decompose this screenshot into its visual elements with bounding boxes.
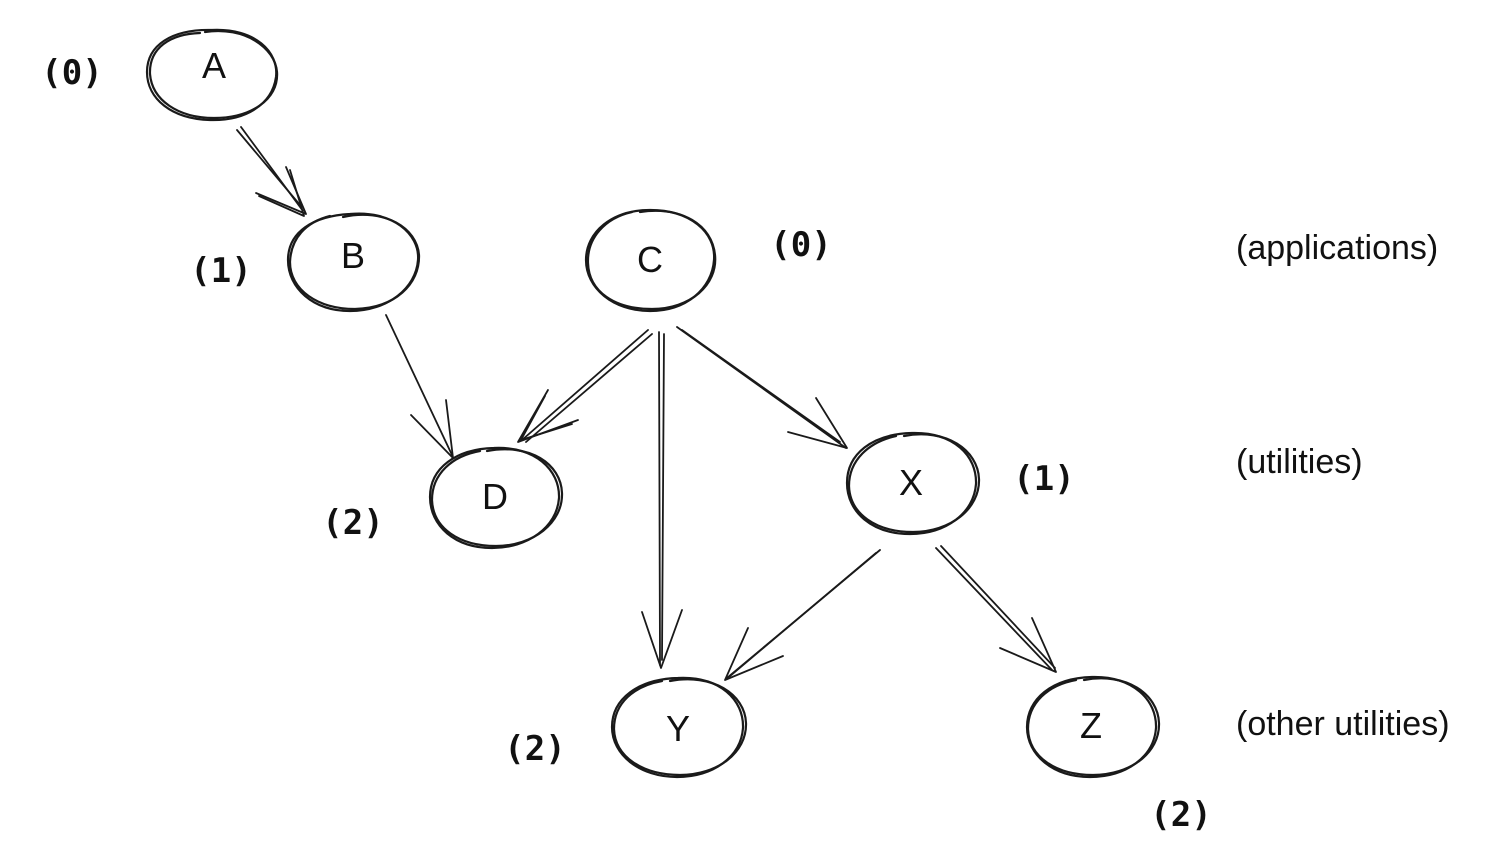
edge-b-to-d: [385, 314, 454, 459]
tier-label-other-utilities: (other utilities): [1236, 705, 1450, 743]
node-b-label: B: [341, 235, 365, 276]
node-c-level: (0): [770, 225, 831, 265]
node-d-label: D: [482, 476, 508, 517]
node-a-level: (0): [41, 53, 102, 93]
edge-a-to-b: [236, 126, 307, 217]
node-b-level: (1): [190, 251, 251, 291]
node-x-label: X: [899, 462, 923, 503]
tier-label-utilities: (utilities): [1236, 443, 1363, 481]
edge-c-to-x: [676, 326, 848, 449]
node-x-level: (1): [1013, 459, 1074, 499]
tier-label-applications: (applications): [1236, 229, 1438, 267]
node-z-level: (2): [1150, 795, 1211, 835]
node-y-level: (2): [504, 729, 565, 769]
edge-c-to-d: [517, 329, 653, 443]
node-x: X: [845, 431, 981, 536]
node-c: C: [584, 208, 717, 313]
node-a-label: A: [202, 45, 226, 86]
edge-x-to-y: [724, 549, 881, 681]
node-d: D: [428, 446, 564, 550]
node-b: B: [286, 212, 421, 313]
node-y-label: Y: [666, 708, 690, 749]
node-y: Y: [610, 676, 748, 779]
node-z: Z: [1025, 675, 1161, 779]
node-d-level: (2): [322, 503, 383, 543]
edge-x-to-z: [935, 545, 1057, 673]
node-z-label: Z: [1080, 705, 1102, 746]
node-a: A: [145, 28, 279, 122]
node-c-label: C: [637, 239, 663, 280]
edge-c-to-y: [641, 331, 683, 669]
